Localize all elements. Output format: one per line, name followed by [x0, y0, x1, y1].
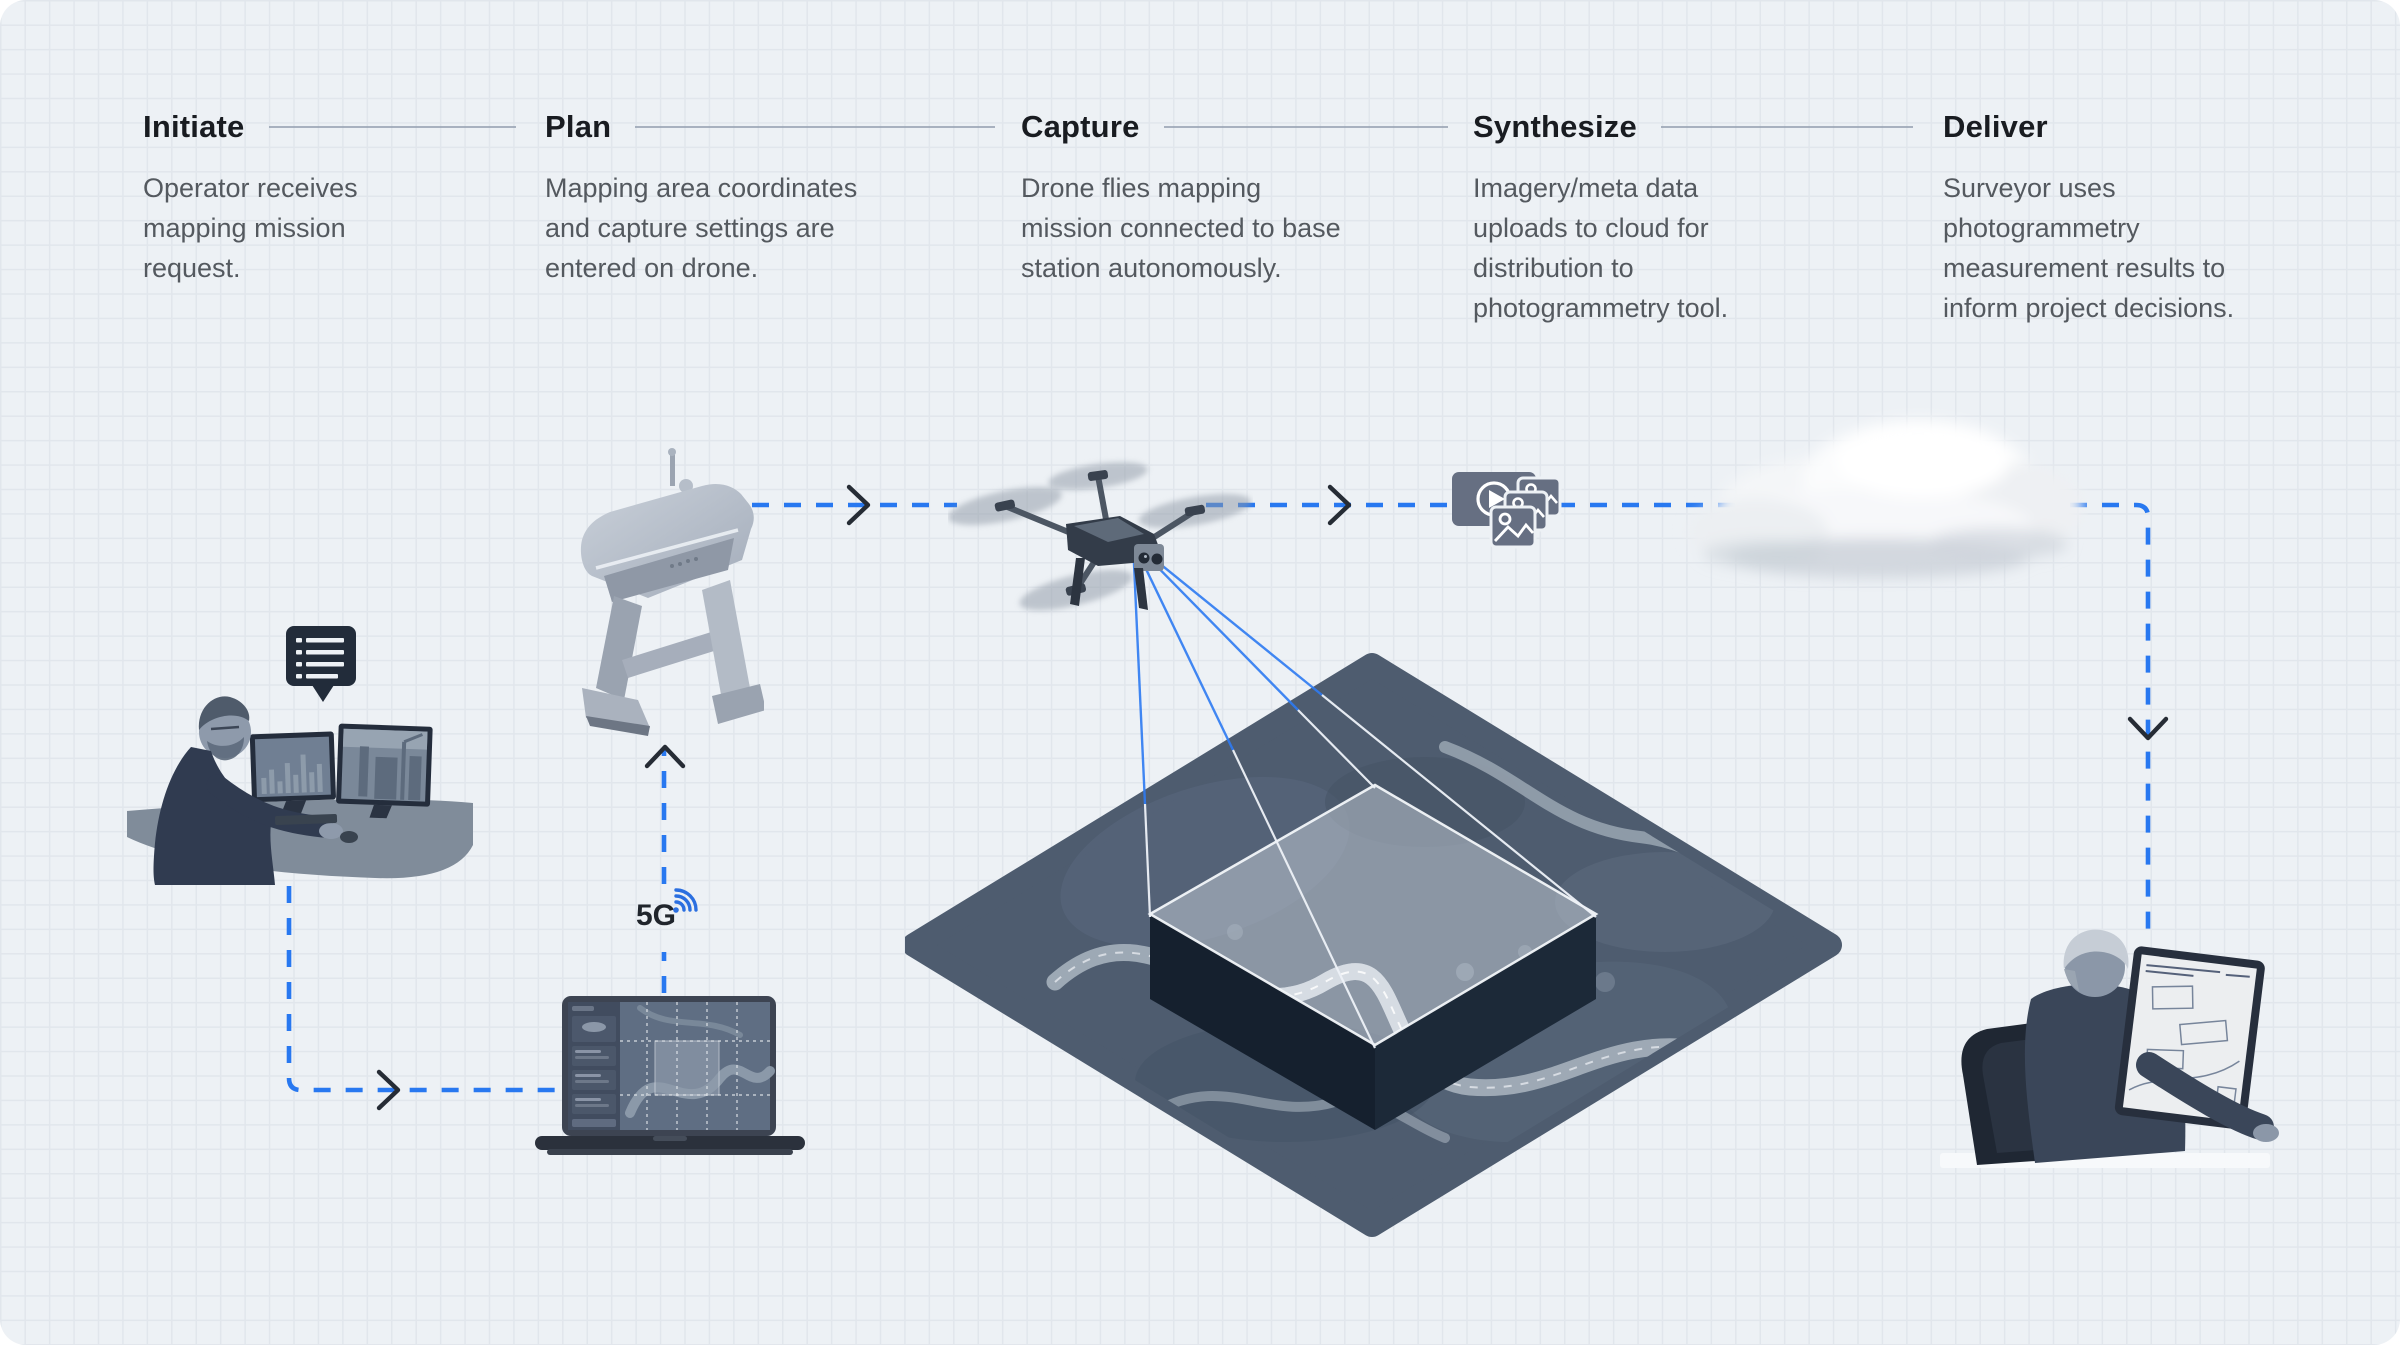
arrow-right-icon [376, 1069, 401, 1111]
app-sidebar [568, 1002, 620, 1130]
step-initiate: Initiate Operator receives mapping missi… [143, 109, 516, 288]
step-rule [1660, 126, 1913, 128]
person-operator [153, 696, 358, 885]
step-rule [268, 126, 516, 128]
drone-base-station [580, 448, 764, 736]
leg-right [702, 580, 750, 700]
step-title: Initiate [143, 109, 245, 144]
step-title: Plan [545, 109, 612, 144]
step-deliver: Deliver Surveyor uses photogrammetry mea… [1943, 109, 2363, 328]
step-title: Capture [1021, 109, 1140, 144]
step-description: Surveyor uses photogrammetry measurement… [1943, 173, 2235, 323]
crossbar [622, 628, 730, 678]
foot-right [712, 684, 764, 724]
camera-gimbal [1134, 544, 1164, 571]
step-synthesize: Synthesize Imagery/meta data uploads to … [1473, 109, 1913, 328]
step-rule [635, 126, 995, 128]
map-view [620, 1002, 775, 1130]
monitor-left [249, 731, 336, 816]
cloud-icon [1688, 420, 2083, 578]
arrow-right-icon [1327, 484, 1352, 526]
operator-at-workstation [127, 696, 473, 885]
step-title: Synthesize [1473, 109, 1637, 144]
step-description: Drone flies mapping mission connected to… [1021, 173, 1341, 283]
mission-planning-laptop [535, 996, 805, 1155]
arrow-right-icon [846, 484, 871, 526]
step-capture: Capture Drone flies mapping mission conn… [1021, 109, 1448, 288]
foot-left [582, 688, 650, 728]
arrow-up-icon [644, 744, 686, 769]
connector-operator-to-laptop [286, 886, 559, 1093]
quadcopter-drone [948, 462, 1252, 611]
step-rule [1163, 126, 1448, 128]
monitor-right [336, 723, 433, 819]
mapped-terrain-tile [905, 653, 1842, 1237]
signal-arcs-icon [673, 888, 698, 913]
step-description: Imagery/meta data uploads to cloud for d… [1473, 173, 1729, 323]
media-stack-icon [1452, 472, 1562, 549]
step-description: Mapping area coordinates and capture set… [545, 173, 858, 283]
step-description: Operator receives mapping mission reques… [143, 173, 358, 283]
message-icon [286, 626, 356, 702]
leg-left [596, 596, 642, 700]
surveyor-at-monitor [1940, 929, 2279, 1168]
network-5g-label: 5G [636, 899, 677, 932]
photo-icon [1489, 505, 1537, 549]
arrow-down-icon [2127, 716, 2169, 741]
step-title: Deliver [1943, 109, 2048, 144]
step-plan: Plan Mapping area coordinates and captur… [545, 109, 995, 288]
